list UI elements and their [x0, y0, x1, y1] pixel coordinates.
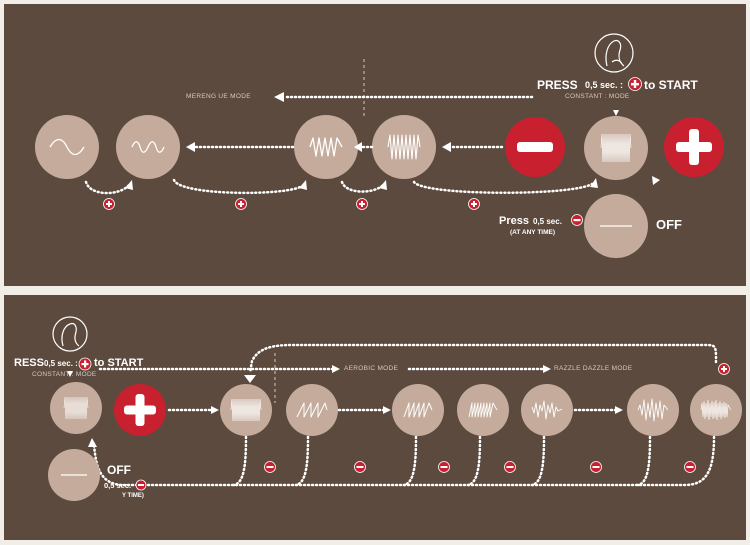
press-to-start: to START [94, 357, 144, 369]
circle-aerobic-4 [457, 384, 509, 436]
plus-icon [103, 198, 115, 210]
minus-icon [438, 461, 450, 473]
circle-razzle-1 [521, 384, 573, 436]
minus-icon [684, 461, 696, 473]
arrow-head [274, 92, 284, 102]
plus-icon [356, 198, 368, 210]
press-time: 0,5 sec. : [585, 80, 624, 90]
waveform-icon [49, 138, 85, 156]
aerobic-mode-label: AEROBIC MODE [344, 365, 399, 372]
razzle-mode-label: RAZZLE DAZZLE MODE [554, 365, 633, 372]
press-off-time: 0,5 sec. [533, 217, 562, 226]
plus-icon [78, 357, 92, 371]
merengue-mode-label: MERENG UE MODE [186, 93, 251, 100]
loop-back-arrow [248, 343, 718, 375]
off-circle [48, 449, 100, 501]
waveform-icon [600, 133, 632, 163]
return-to-constant-arrow [92, 435, 716, 487]
minus-button[interactable] [505, 117, 565, 177]
circle-merengue-1 [35, 115, 99, 179]
waveform-icon [403, 402, 433, 418]
minus-icon [354, 461, 366, 473]
plus-icon [235, 198, 247, 210]
press-label: PRESS [537, 78, 578, 92]
off-time-label: 0,5 sec. [104, 481, 132, 490]
hand-press-icon [52, 316, 88, 352]
waveform-icon [700, 399, 732, 421]
circle-constant [584, 116, 648, 180]
top-diagram-panel: PRESS 0,5 sec. : to START CONSTANT : MOD… [4, 4, 746, 286]
off-label: OFF [107, 463, 131, 477]
constant-mode-label: CONSTANT : MODE [32, 371, 97, 378]
circle-razzle-2 [627, 384, 679, 436]
arrow-1-to-2 [84, 180, 130, 195]
circle-razzle-3 [690, 384, 742, 436]
waveform-icon [531, 400, 563, 420]
arrow-3-to-4 [340, 180, 384, 193]
waveform-icon [309, 137, 343, 157]
circle-aerobic-3 [392, 384, 444, 436]
hand-press-icon [594, 33, 634, 73]
plus-icon [718, 363, 730, 375]
minus-icon [264, 461, 276, 473]
circle-aerobic-2 [286, 384, 338, 436]
minus-icon [571, 214, 583, 226]
circle-merengue-2 [116, 115, 180, 179]
minus-icon [504, 461, 516, 473]
minus-icon [517, 142, 553, 152]
at-any-time-label: (AT ANY TIME) [510, 229, 556, 236]
press-time: 0,5 sec. : [44, 359, 78, 368]
waveform-icon [468, 402, 498, 418]
waveform-icon [63, 396, 89, 420]
arrow-2-to-3 [172, 178, 304, 195]
waveform-icon [296, 402, 328, 418]
press-label: RESS [14, 357, 44, 369]
arrow-4-to-constant [412, 180, 594, 194]
off-circle [584, 194, 648, 258]
off-label: OFF [656, 217, 682, 232]
waveform-icon [637, 398, 669, 422]
plus-button[interactable] [664, 117, 724, 177]
circle-merengue-3 [294, 115, 358, 179]
waveform-icon [131, 141, 165, 153]
press-to-start: to START [644, 78, 698, 92]
circle-constant [50, 382, 102, 434]
arrow-head [613, 110, 619, 116]
any-time-label: Y TIME) [122, 493, 144, 499]
minus-icon [135, 479, 147, 491]
plus-button[interactable] [114, 384, 166, 436]
circle-aerobic-1 [220, 384, 272, 436]
circle-merengue-4 [372, 115, 436, 179]
top-diagram-graphic [35, 33, 724, 258]
bottom-diagram-panel: RESS 0,5 sec. : to START CONSTANT : MODE… [4, 295, 746, 540]
waveform-icon [387, 134, 421, 160]
plus-icon [468, 198, 480, 210]
constant-mode-label: CONSTANT : MODE [565, 93, 630, 100]
plus-icon [628, 77, 642, 91]
press-off-label: Press [499, 215, 529, 227]
minus-icon [590, 461, 602, 473]
bottom-diagram-graphic [48, 316, 742, 501]
